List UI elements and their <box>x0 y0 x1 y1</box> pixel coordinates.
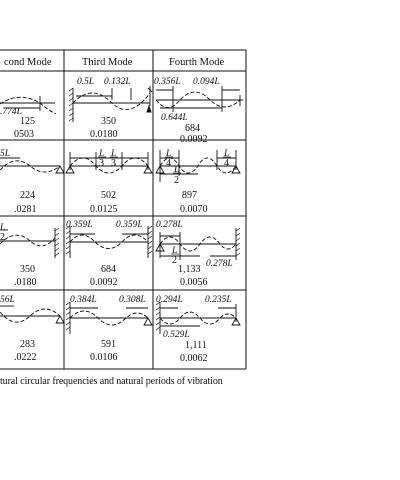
row1-fourth-period: 0.0092 <box>180 134 208 145</box>
row-2: 5L 224 .0281 L 3 L 3 502 0.0125 <box>0 149 241 215</box>
header-third-mode: Third Mode <box>82 57 133 68</box>
row2-second-dim: 5L <box>0 149 10 159</box>
row1-third-dim-b: 0.132L <box>104 77 131 87</box>
row3-second-dim-b: 2 <box>0 232 5 243</box>
row2-third-freq: 502 <box>101 190 116 201</box>
row2-fourth-dim-d: 2 <box>174 175 179 186</box>
row2-fourth-dim-b: 4 <box>166 158 171 169</box>
row4-fourth-freq: 1,111 <box>185 340 207 351</box>
row4-fourth-dim-a: 0.294L <box>156 295 183 305</box>
row-1: .774L 125 0503 0.5L 0.132L 350 0.0180 <box>0 77 243 145</box>
row4-third-dim-b: 0.308L <box>119 295 146 305</box>
row4-second-dim: 56L <box>0 295 15 305</box>
table-grid <box>0 49 247 370</box>
row3-third-dim-b: 0.359L <box>116 220 143 230</box>
row1-third-freq: 350 <box>101 116 116 127</box>
row4-fourth-dim-b: 0.235L <box>205 295 232 305</box>
row2-fourth-dim-a: L <box>165 149 171 159</box>
row4-third-freq: 591 <box>101 339 116 350</box>
header-fourth-mode: Fourth Mode <box>169 57 224 68</box>
row4-fourth-period: 0.0062 <box>180 353 208 364</box>
row1-third-diagram <box>68 86 153 122</box>
header-second-mode: cond Mode <box>4 57 52 68</box>
row3-fourth-period: 0.0056 <box>180 277 208 288</box>
row2-second-period: .0281 <box>14 204 37 215</box>
row3-third-freq: 684 <box>101 264 116 275</box>
row1-second-freq: 125 <box>20 116 35 127</box>
row4-second-period: .0222 <box>14 352 37 363</box>
row4-fourth-dim-c: 0.529L <box>163 330 190 340</box>
row2-fourth-dim-e: L <box>223 149 229 159</box>
row2-third-period: 0.0125 <box>90 204 118 215</box>
row2-third-dim-d: 3 <box>111 158 116 169</box>
row3-third-period: 0.0092 <box>90 277 118 288</box>
row1-third-dim-a: 0.5L <box>77 77 94 87</box>
row-3: L 2 350 .0180 0.359L 0.359L 684 0.0092 <box>0 220 241 288</box>
row3-fourth-dim-d: 0.278L <box>206 259 233 269</box>
row1-third-period: 0.0180 <box>90 129 118 140</box>
row1-second-period: 0503 <box>14 129 34 140</box>
row3-second-diagram <box>0 227 60 258</box>
row4-second-diagram <box>0 305 65 324</box>
table-caption: tural circular frequencies and natural p… <box>0 376 223 387</box>
row1-fourth-freq: 684 <box>185 123 200 134</box>
row2-fourth-dim-f: 4 <box>224 158 229 169</box>
row1-fourth-dim-b: 0.094L <box>193 77 220 87</box>
row3-fourth-dim-b: L <box>171 246 177 256</box>
row2-fourth-diagram <box>155 150 241 182</box>
row2-third-dim-c: L <box>110 149 116 159</box>
row1-fourth-dim-a: 0.356L <box>154 77 181 87</box>
row3-second-period: .0180 <box>14 277 37 288</box>
row3-fourth-diagram <box>155 227 241 260</box>
row3-fourth-dim-a: 0.278L <box>156 220 183 230</box>
row1-second-diagram <box>0 96 57 115</box>
row2-second-freq: 224 <box>20 190 35 201</box>
row-4: 56L 283 .0222 0.384L 0.308L 591 0.0106 <box>0 295 241 364</box>
row2-fourth-freq: 897 <box>182 190 197 201</box>
row2-second-diagram <box>0 157 65 174</box>
row3-third-dim-a: 0.359L <box>66 220 93 230</box>
row1-fourth-diagram <box>155 86 243 112</box>
row1-second-dim: .774L <box>0 107 22 117</box>
row3-second-freq: 350 <box>20 264 35 275</box>
row3-fourth-dim-c: 2 <box>172 255 177 266</box>
row3-third-diagram <box>65 225 153 258</box>
row4-third-diagram <box>65 301 153 334</box>
row4-fourth-diagram <box>155 301 241 334</box>
row2-third-diagram <box>65 152 153 174</box>
row4-third-dim-a: 0.384L <box>70 295 97 305</box>
row4-third-period: 0.0106 <box>90 352 118 363</box>
row1-fourth-dim-c: 0.644L <box>161 113 188 123</box>
row3-fourth-freq: 1,133 <box>178 264 201 275</box>
row3-second-dim-a: L <box>0 223 5 233</box>
row2-third-dim-a: L <box>98 149 104 159</box>
row2-fourth-period: 0.0070 <box>180 204 208 215</box>
row4-second-freq: 283 <box>20 339 35 350</box>
row2-third-dim-b: 3 <box>99 158 104 169</box>
row2-fourth-dim-c: L <box>173 165 179 175</box>
